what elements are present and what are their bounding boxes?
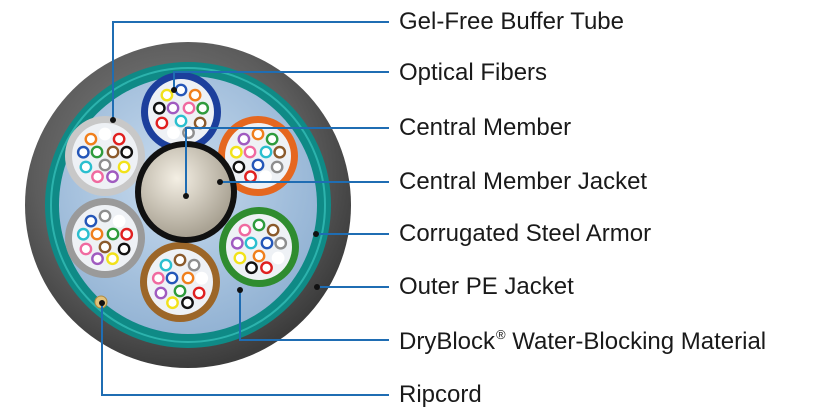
leader-dot-outer-pe-jacket	[314, 284, 320, 290]
optical-fiber	[270, 160, 284, 174]
optical-fiber	[98, 240, 112, 254]
optical-fiber	[90, 145, 104, 159]
optical-fiber	[251, 127, 265, 141]
optical-fiber	[174, 83, 188, 97]
optical-fiber	[106, 252, 119, 266]
optical-fiber	[237, 132, 251, 146]
optical-fiber	[106, 170, 119, 184]
optical-fiber	[274, 236, 288, 250]
label-gel-free-buffer-tube: Gel-Free Buffer Tube	[399, 8, 624, 35]
optical-fiber	[238, 223, 252, 237]
optical-fiber	[260, 261, 273, 275]
leader-dot-ripcord	[99, 300, 105, 306]
leader-central-member	[185, 127, 389, 196]
optical-fiber	[182, 101, 196, 115]
optical-fiber	[244, 170, 257, 184]
optical-fiber	[112, 214, 126, 228]
leader-optical-fibers	[173, 71, 389, 90]
optical-fiber	[173, 253, 187, 267]
optical-fiber	[106, 227, 120, 241]
optical-fiber	[160, 88, 174, 102]
armor-highlight	[50, 67, 326, 343]
optical-fiber	[91, 252, 104, 266]
optical-fiber	[229, 145, 243, 159]
optical-fiber	[79, 242, 93, 256]
leader-dot-gel-free-buffer-tube	[110, 117, 116, 123]
optical-fiber	[151, 271, 165, 285]
optical-fiber	[152, 101, 166, 115]
optical-fiber	[98, 127, 112, 141]
optical-fiber	[159, 258, 173, 272]
optical-fiber	[98, 158, 112, 172]
optical-fiber	[112, 132, 126, 146]
optical-fiber	[230, 236, 244, 250]
optical-fiber	[166, 296, 179, 310]
label-water-blocking-material: DryBlock® Water-Blocking Material	[399, 328, 766, 354]
optical-fiber	[98, 209, 112, 223]
optical-fiber	[167, 126, 180, 140]
optical-fiber	[155, 116, 169, 130]
optical-fiber	[76, 145, 90, 159]
optical-fiber	[271, 251, 285, 265]
optical-fiber	[244, 236, 258, 250]
optical-fiber	[181, 271, 195, 285]
label-ripcord: Ripcord	[399, 381, 482, 408]
label-outer-pe-jacket: Outer PE Jacket	[399, 273, 574, 300]
optical-fiber	[79, 160, 93, 174]
optical-fiber	[117, 242, 131, 256]
optical-fiber	[259, 145, 273, 159]
registered-mark: ®	[496, 327, 506, 342]
leader-gel-free-buffer-tube	[112, 21, 389, 120]
leader-dot-central-member-jacket	[217, 179, 223, 185]
optical-fiber	[252, 218, 266, 232]
label-dryblock-name: DryBlock	[399, 328, 496, 355]
optical-fiber	[120, 227, 134, 241]
optical-fiber	[259, 170, 272, 184]
optical-fiber	[196, 101, 210, 115]
optical-fiber	[195, 271, 209, 285]
optical-fiber	[265, 132, 279, 146]
optical-fiber	[266, 223, 280, 237]
leader-dot-water-blocking-material	[237, 287, 243, 293]
optical-fiber	[193, 116, 207, 130]
optical-fiber	[260, 236, 274, 250]
optical-fiber	[117, 160, 131, 174]
optical-fiber	[273, 145, 287, 159]
optical-fiber	[174, 114, 188, 128]
leader-ripcord	[101, 303, 389, 396]
optical-fiber	[182, 126, 195, 140]
label-corrugated-steel-armor: Corrugated Steel Armor	[399, 220, 652, 247]
leader-water-blocking-material	[239, 290, 389, 341]
optical-fiber	[251, 158, 265, 172]
optical-fiber	[233, 251, 247, 265]
leader-dot-corrugated-steel-armor	[313, 231, 319, 237]
optical-fiber	[173, 284, 187, 298]
optical-fiber	[243, 145, 257, 159]
optical-fiber	[181, 296, 194, 310]
label-central-member: Central Member	[399, 114, 572, 141]
optical-fiber	[192, 286, 206, 300]
optical-fiber	[165, 271, 179, 285]
label-water-blocking-suffix: Water-Blocking Material	[505, 328, 767, 355]
label-central-member-jacket: Central Member Jacket	[399, 168, 648, 195]
optical-fiber	[187, 258, 201, 272]
leader-dot-optical-fibers	[171, 87, 177, 93]
optical-fiber	[154, 286, 168, 300]
optical-fiber	[188, 88, 202, 102]
optical-fiber	[232, 160, 246, 174]
optical-fiber	[76, 227, 90, 241]
optical-fiber	[90, 227, 104, 241]
optical-fiber	[84, 132, 98, 146]
optical-fiber	[120, 145, 134, 159]
optical-fiber	[166, 101, 180, 115]
optical-fiber	[91, 170, 104, 184]
label-optical-fibers: Optical Fibers	[399, 59, 548, 86]
optical-fiber	[106, 145, 120, 159]
optical-fiber	[84, 214, 98, 228]
optical-fiber	[252, 249, 266, 263]
leader-dot-central-member	[183, 193, 189, 199]
optical-fiber	[245, 261, 258, 275]
